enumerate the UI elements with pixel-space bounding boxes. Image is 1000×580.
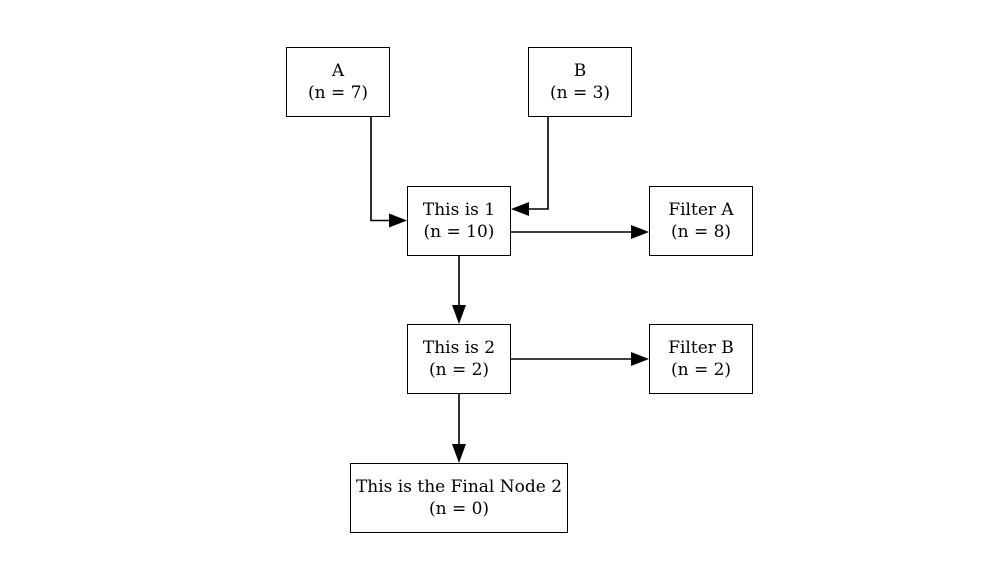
arrowhead — [631, 225, 649, 239]
node-label: Filter A — [668, 200, 734, 220]
node-label: Filter B — [668, 338, 734, 358]
node-count: (n = 2) — [670, 360, 732, 380]
node-count: (n = 7) — [307, 83, 369, 103]
node-this-is-1: This is 1 (n = 10) — [407, 186, 511, 256]
node-label: A — [331, 61, 345, 81]
node-count: (n = 10) — [423, 222, 495, 242]
node-label: This is 1 — [422, 200, 496, 220]
node-a: A (n = 7) — [286, 47, 390, 117]
node-final: This is the Final Node 2 (n = 0) — [350, 463, 568, 533]
node-count: (n = 0) — [428, 499, 490, 519]
arrowhead — [631, 352, 649, 366]
node-b: B (n = 3) — [528, 47, 632, 117]
node-label: This is 2 — [422, 338, 496, 358]
arrowhead — [452, 305, 466, 324]
node-filter-b: Filter B (n = 2) — [649, 324, 753, 394]
node-count: (n = 8) — [670, 222, 732, 242]
edge-node-1-to-filter-a — [511, 225, 649, 239]
edge-node-2-to-filter-b — [511, 352, 649, 366]
node-count: (n = 2) — [428, 360, 490, 380]
node-this-is-2: This is 2 (n = 2) — [407, 324, 511, 394]
node-filter-a: Filter A (n = 8) — [649, 186, 753, 256]
edge-b-to-node-1 — [511, 117, 549, 216]
node-count: (n = 3) — [549, 83, 611, 103]
edge-node-2-to-final-node — [452, 394, 466, 463]
node-label: B — [573, 61, 587, 81]
edge-a-to-node-1 — [370, 117, 407, 228]
edge-node-1-to-node-2 — [452, 256, 466, 324]
node-label: This is the Final Node 2 — [355, 477, 563, 497]
arrowhead — [511, 202, 529, 216]
arrowhead — [389, 213, 407, 228]
arrowhead — [452, 444, 466, 463]
